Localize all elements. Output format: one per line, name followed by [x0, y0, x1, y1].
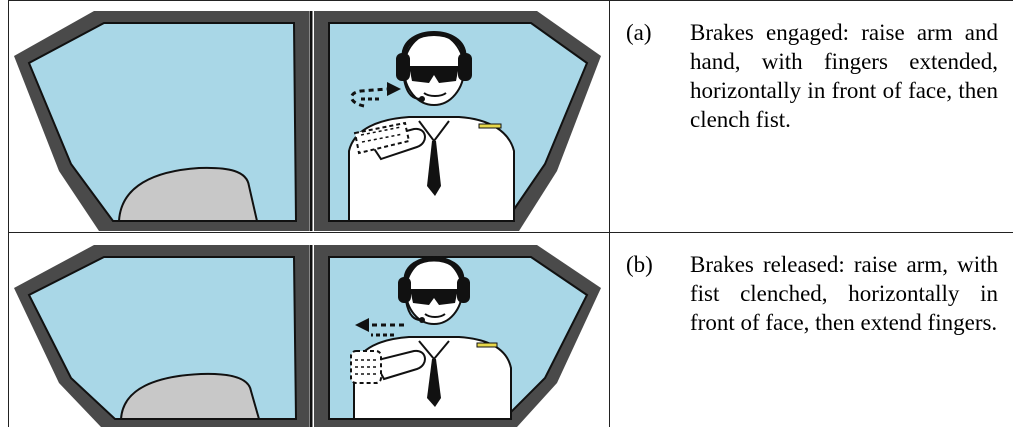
- signal-description-b: Brakes released: raise arm, with fist cl…: [690, 250, 998, 337]
- signal-row-a: (a) Brakes engaged: raise arm and hand, …: [9, 1, 1013, 233]
- signal-label-b: (b): [626, 250, 653, 279]
- text-cell-a: (a) Brakes engaged: raise arm and hand, …: [610, 1, 1013, 232]
- illustration-cell-b: [9, 233, 610, 427]
- left-windshield: [14, 245, 309, 427]
- left-windshield: [14, 11, 309, 231]
- signal-label-a: (a): [626, 18, 652, 47]
- illustration-cell-a: [9, 1, 610, 232]
- pilot-brakes-engaged-illustration: [9, 1, 609, 231]
- signal-table: (a) Brakes engaged: raise arm and hand, …: [8, 0, 1013, 427]
- pilot-brakes-released-illustration: [9, 233, 609, 427]
- signal-caption-b: (b) Brakes released: raise arm, with fis…: [626, 250, 998, 337]
- text-cell-b: (b) Brakes released: raise arm, with fis…: [610, 233, 1013, 427]
- signal-caption-a: (a) Brakes engaged: raise arm and hand, …: [626, 18, 998, 134]
- signal-row-b: (b) Brakes released: raise arm, with fis…: [9, 233, 1013, 427]
- signal-description-a: Brakes engaged: raise arm and hand, with…: [690, 18, 998, 134]
